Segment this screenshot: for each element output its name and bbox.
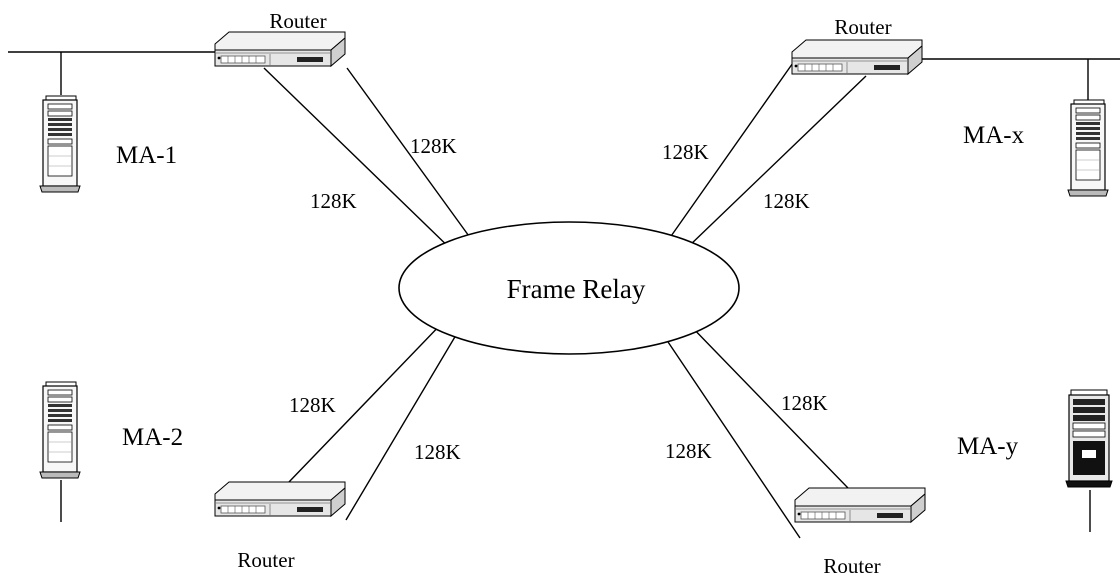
router-label-bottom-left: Router <box>237 548 294 572</box>
site-label-ma2: MA-2 <box>122 424 183 451</box>
site-label-may: MA-y <box>957 433 1019 460</box>
frame-relay-label: Frame Relay <box>507 274 646 304</box>
server-tower-icon-ma1 <box>39 95 81 193</box>
bandwidth-label-br-inner: 128K <box>665 439 712 463</box>
bandwidth-label-tr-inner: 128K <box>662 140 709 164</box>
link-tl-outer <box>263 67 459 257</box>
bandwidth-label-bl-inner: 128K <box>289 393 336 417</box>
router-icon-bottom-left <box>214 481 346 517</box>
server-tower-icon-ma2 <box>39 381 81 479</box>
router-icon-top-left <box>214 31 346 67</box>
site-label-ma1: MA-1 <box>116 142 177 169</box>
server-tower-icon-max <box>1067 99 1109 197</box>
router-icon-bottom-right <box>794 487 926 523</box>
link-tl-inner <box>346 67 475 244</box>
bandwidth-label-tr-outer: 128K <box>763 189 810 213</box>
link-tr-outer <box>687 75 867 248</box>
server-tower-icon-may <box>1065 389 1113 488</box>
link-bl-inner <box>261 318 447 511</box>
router-label-bottom-right: Router <box>823 554 880 575</box>
link-br-inner <box>661 332 801 539</box>
link-tr-inner <box>668 59 796 240</box>
bandwidth-label-tl-outer: 128K <box>310 189 357 213</box>
bandwidth-label-br-outer: 128K <box>781 391 828 415</box>
bandwidth-label-bl-outer: 128K <box>414 440 461 464</box>
router-icon-top-right <box>791 39 923 75</box>
router-label-top-right: Router <box>834 15 891 39</box>
site-label-max: MA-x <box>963 122 1025 149</box>
frame-relay-cloud <box>398 221 740 355</box>
router-label-top-left: Router <box>269 9 326 33</box>
bandwidth-label-tl-inner: 128K <box>410 134 457 158</box>
link-bl-outer <box>345 324 463 521</box>
